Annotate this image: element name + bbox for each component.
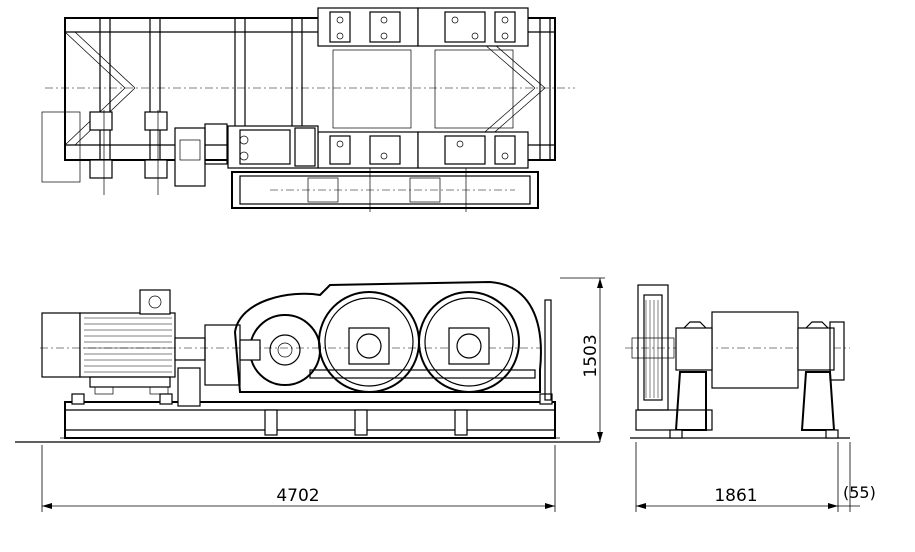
dimension-overall-length <box>41 445 556 512</box>
dimension-side-width <box>635 442 860 512</box>
front-elevation-view <box>15 280 600 443</box>
overall-height-label: 1503 <box>581 334 601 377</box>
overall-length-label: 4702 <box>276 486 319 506</box>
side-width-label: 1861 <box>714 486 757 506</box>
dimension-overall-height <box>560 277 605 442</box>
side-elevation-view <box>625 284 850 439</box>
plan-view <box>41 7 575 212</box>
side-offset-label: (55) <box>843 483 876 502</box>
